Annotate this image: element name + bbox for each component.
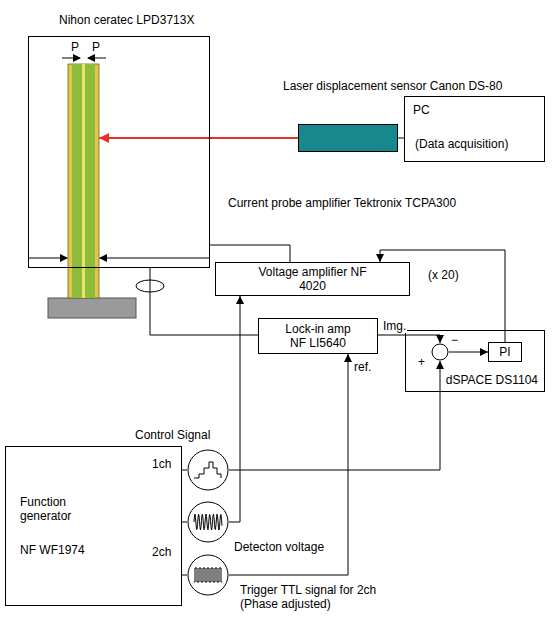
lock-in-amplifier: Lock-in amp NF LI5640 bbox=[258, 318, 378, 354]
node-text: − bbox=[451, 333, 458, 347]
laser-beam bbox=[99, 137, 298, 139]
node-text: PI bbox=[490, 345, 520, 359]
signal-wire bbox=[229, 296, 240, 522]
voltage-amplifier: Voltage amplifier NF 4020 bbox=[215, 262, 410, 296]
node-text: Trigger TTL signal for 2ch (Phase adjust… bbox=[240, 583, 410, 611]
electrode-wire bbox=[28, 258, 67, 259]
waveform bbox=[194, 514, 222, 530]
control-signal: Control Signal bbox=[187, 449, 229, 491]
waveform bbox=[194, 568, 222, 582]
node-outline bbox=[187, 501, 229, 543]
node-text: 1ch bbox=[152, 457, 171, 471]
signal-wire bbox=[182, 470, 187, 471]
node-text: + bbox=[418, 355, 425, 369]
part-label: (x 20) bbox=[428, 268, 459, 282]
signal-wire bbox=[182, 522, 187, 523]
detection-voltage: Detecton voltage bbox=[187, 501, 229, 543]
signal-label: Img. bbox=[382, 319, 407, 333]
signal-wire bbox=[229, 361, 440, 470]
summing-junction: −+ bbox=[431, 343, 449, 361]
node-text: 2ch bbox=[152, 545, 171, 559]
force-label: P bbox=[92, 40, 100, 54]
node-text: Detecton voltage bbox=[234, 540, 324, 554]
node-text: Nihon ceratec LPD3713X bbox=[59, 13, 194, 27]
actuator-base bbox=[48, 298, 136, 318]
force-arrow bbox=[62, 58, 80, 59]
bimorph-column bbox=[68, 64, 99, 298]
actuator-frame: Nihon ceratec LPD3713X bbox=[28, 36, 210, 268]
signal-wire bbox=[378, 335, 440, 343]
electrode-wire bbox=[100, 258, 210, 259]
pc-box: PC (Data acquisition) bbox=[404, 96, 545, 162]
laser-sensor: Laser displacement sensor Canon DS-80 bbox=[298, 124, 398, 152]
signal-wire bbox=[229, 354, 348, 575]
pi-controller: PI bbox=[488, 342, 522, 362]
waveform bbox=[194, 462, 221, 478]
node-text: Laser displacement sensor Canon DS-80 bbox=[283, 79, 502, 93]
function-generator: Function generator NF WF1974 1ch 2ch bbox=[5, 446, 182, 606]
node-text: Voltage amplifier NF 4020 bbox=[257, 265, 369, 293]
signal-wire bbox=[182, 575, 187, 576]
node-text: Function generator bbox=[20, 495, 100, 523]
node-text: NF WF1974 bbox=[20, 543, 85, 557]
node-outline bbox=[187, 449, 229, 491]
force-arrow bbox=[88, 58, 106, 59]
node-outline bbox=[187, 554, 229, 596]
node-outline bbox=[431, 343, 449, 361]
signal-wire bbox=[449, 352, 488, 353]
signal-wire bbox=[210, 245, 290, 262]
node-text: dSPACE DS1104 bbox=[446, 373, 538, 387]
node-text: PC bbox=[413, 103, 430, 117]
signal-label: ref. bbox=[353, 360, 372, 374]
node-text: Lock-in amp NF LI5640 bbox=[278, 322, 358, 350]
trigger-signal: Trigger TTL signal for 2ch (Phase adjust… bbox=[187, 554, 229, 596]
part-label: Current probe amplifier Tektronix TCPA30… bbox=[228, 196, 456, 210]
force-label: P bbox=[71, 40, 79, 54]
node-text: Control Signal bbox=[135, 428, 210, 442]
node-text: (Data acquisition) bbox=[415, 137, 508, 151]
dspace-board: dSPACE DS1104−+PI bbox=[405, 330, 545, 392]
